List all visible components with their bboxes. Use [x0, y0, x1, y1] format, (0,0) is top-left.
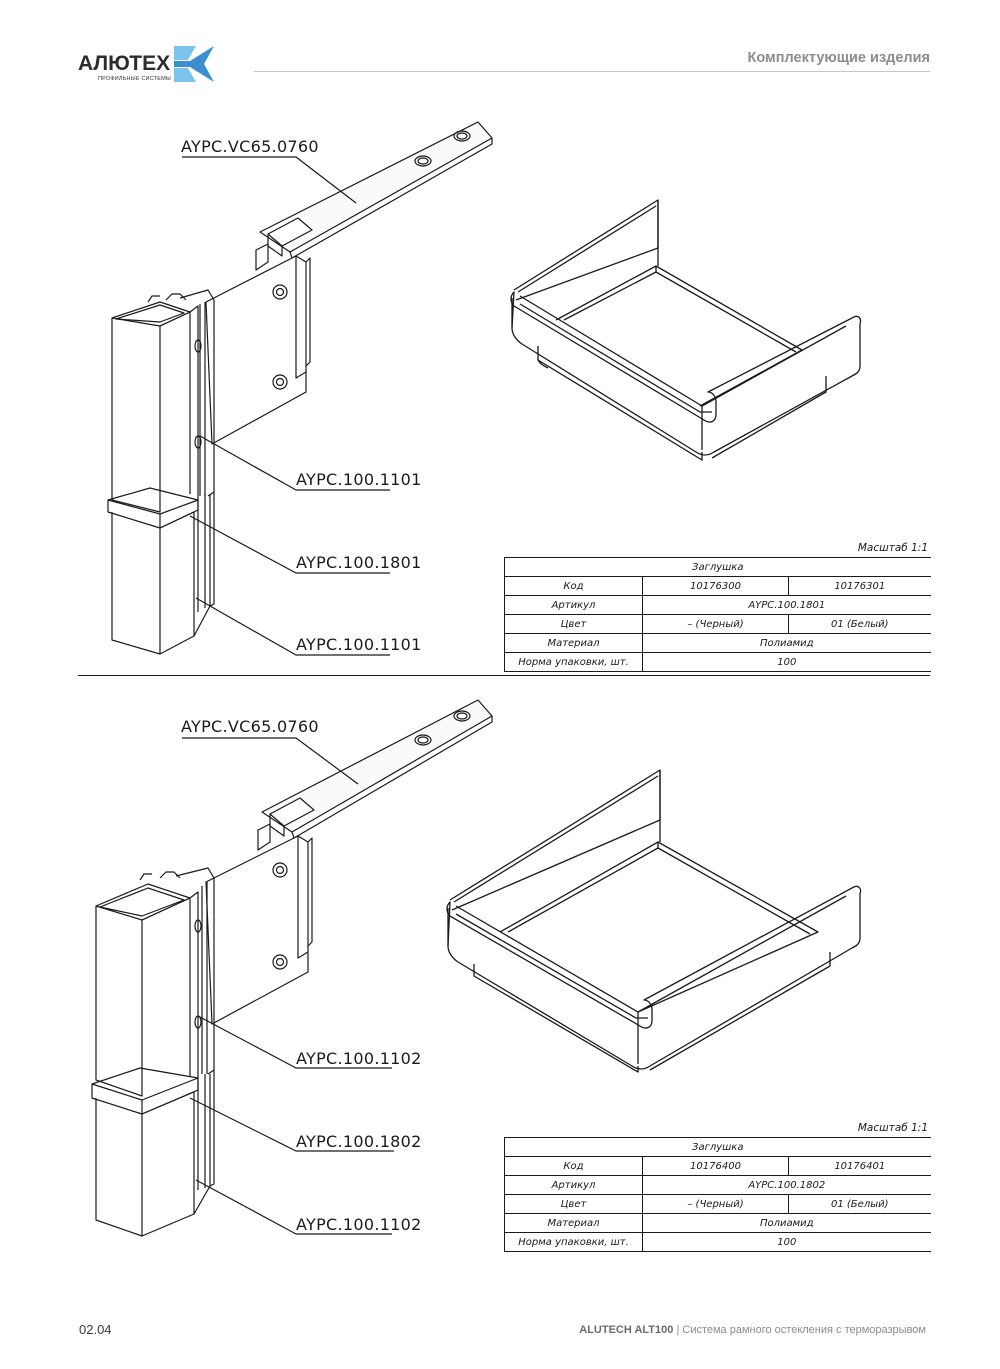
- row-label-material: Материал: [504, 1213, 643, 1233]
- footer-description: Система рамного остекления с терморазрыв…: [682, 1324, 926, 1336]
- footer-caption: ALUTECH ALT100 | Система рамного остекле…: [579, 1324, 926, 1336]
- section-divider: [78, 675, 930, 676]
- assembly-drawing-2: [91, 699, 862, 1237]
- scale-label-1: Масштаб 1:1: [857, 542, 928, 554]
- callout-plug-2: AYPC.100.1802: [296, 1132, 422, 1151]
- logo-mark-icon: [174, 46, 214, 82]
- table-title: Заглушка: [503, 1137, 931, 1157]
- callout-upper-profile-1: AYPC.100.1101: [296, 470, 422, 489]
- callout-plug-1: AYPC.100.1801: [296, 553, 422, 572]
- spec-table-1: Заглушка Код 10176300 10176301 Артикул A…: [503, 557, 931, 672]
- callout-upper-profile-2: AYPC.100.1102: [296, 1049, 422, 1068]
- assembly-drawing-1: [107, 121, 862, 656]
- footer-separator: |: [676, 1324, 680, 1336]
- callout-bracket-1: AYPC.VC65.0760: [181, 137, 319, 156]
- pack-value: 100: [641, 652, 931, 672]
- spec-table-2: Заглушка Код 10176400 10176401 Артикул A…: [503, 1137, 931, 1252]
- logo-subtitle: ПРОФИЛЬНЫЕ СИСТЕМЫ: [98, 76, 171, 82]
- row-label-article: Артикул: [504, 1175, 643, 1195]
- callout-lower-profile-1: AYPC.100.1101: [296, 635, 422, 654]
- material-value: Полиамид: [641, 1213, 931, 1233]
- footer-brand: ALUTECH ALT100: [579, 1324, 674, 1336]
- row-label-color: Цвет: [504, 1194, 643, 1214]
- row-label-code: Код: [504, 1156, 643, 1176]
- color-value-black: – (Черный): [642, 1194, 789, 1214]
- article-value: AYPC.100.1802: [641, 1175, 931, 1195]
- logo-text: АЛЮТЕХ: [78, 52, 171, 75]
- code-value-black: 10176400: [642, 1156, 789, 1176]
- page-number: 02.04: [79, 1322, 112, 1337]
- scale-label-2: Масштаб 1:1: [857, 1122, 928, 1134]
- row-label-pack: Норма упаковки, шт.: [504, 1232, 643, 1252]
- color-value-white: 01 (Белый): [787, 1194, 931, 1214]
- code-value-white: 10176401: [787, 1156, 931, 1176]
- callout-bracket-2: AYPC.VC65.0760: [181, 717, 319, 736]
- page-title: Комплектующие изделия: [747, 50, 930, 66]
- callout-lower-profile-2: AYPC.100.1102: [296, 1215, 422, 1234]
- pack-value: 100: [641, 1232, 931, 1252]
- logo: АЛЮТЕХ ПРОФИЛЬНЫЕ СИСТЕМЫ: [78, 42, 228, 88]
- header-divider: [254, 71, 930, 72]
